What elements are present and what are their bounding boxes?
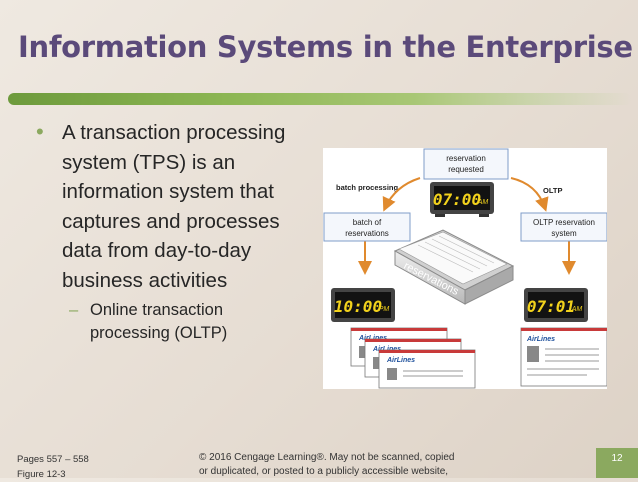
bullet-dot-icon: • <box>36 119 44 144</box>
batch-tickets-stack: AirLines AirLines AirLines <box>350 327 476 389</box>
footer-figure-ref: Figure 12-3 <box>17 469 66 480</box>
clock-top-face <box>434 186 490 210</box>
sub-bullet-dash-icon: – <box>69 301 79 319</box>
slide-number: 12 <box>596 448 638 478</box>
batch-box-line1: batch of <box>353 218 382 227</box>
clock-right-time: 07:01 <box>527 297 575 316</box>
ticket-brand-1: AirLines <box>358 335 387 342</box>
ticket-brand-2: AirLines <box>372 346 401 353</box>
bullet-list: • A transaction processing system (TPS) … <box>36 118 306 345</box>
oltp-box-line2: system <box>551 229 577 238</box>
clock-right-face <box>528 292 584 318</box>
reservation-requested-line2: requested <box>448 165 484 174</box>
bullet-text: A transaction processing system (TPS) is… <box>62 121 286 292</box>
sub-bullet-text: Online transaction processing (OLTP) <box>90 301 228 342</box>
batch-box-line2: reservations <box>345 229 389 238</box>
slide-title: Information Systems in the Enterprise <box>18 30 633 64</box>
ticket-brand-oltp: AirLines <box>526 336 555 343</box>
figure-tps-diagram: reservation requested 07:00 AM batch pro… <box>323 148 607 389</box>
batch-of-reservations-box <box>323 212 411 242</box>
sub-bullet-item: – Online transaction processing (OLTP) <box>36 299 306 345</box>
oltp-box-line1: OLTP reservation <box>533 218 595 227</box>
arrow-to-oltp <box>510 177 549 212</box>
clock-left-face <box>335 292 391 318</box>
reservation-requested-box <box>423 148 509 180</box>
oltp-reservation-system-box <box>520 212 607 242</box>
clock-left-ampm: PM <box>379 306 390 313</box>
footer-pages: Pages 557 – 558 <box>17 454 89 465</box>
reservation-requested-line1: reservation <box>446 154 486 163</box>
reservations-tray: reservations <box>393 229 515 305</box>
footer-page-ref: Pages 557 – 558 Figure 12-3 <box>17 452 89 482</box>
arrow-to-batch <box>382 177 421 212</box>
bullet-item: • A transaction processing system (TPS) … <box>36 118 306 295</box>
ticket-brand-3: AirLines <box>386 357 415 364</box>
title-underline <box>8 93 632 105</box>
oltp-label: OLTP <box>543 186 562 195</box>
footer-copyright: © 2016 Cengage Learning®. May not be sca… <box>199 452 455 477</box>
clock-top-ampm: AM <box>477 199 489 206</box>
clock-left-time: 10:00 <box>334 297 382 316</box>
batch-processing-label: batch processing <box>336 183 399 192</box>
tps-diagram-svg: reservation requested 07:00 AM batch pro… <box>323 148 607 389</box>
clock-right-ampm: AM <box>571 306 583 313</box>
oltp-ticket: AirLines <box>520 327 607 387</box>
clock-top-time: 07:00 <box>433 190 481 209</box>
